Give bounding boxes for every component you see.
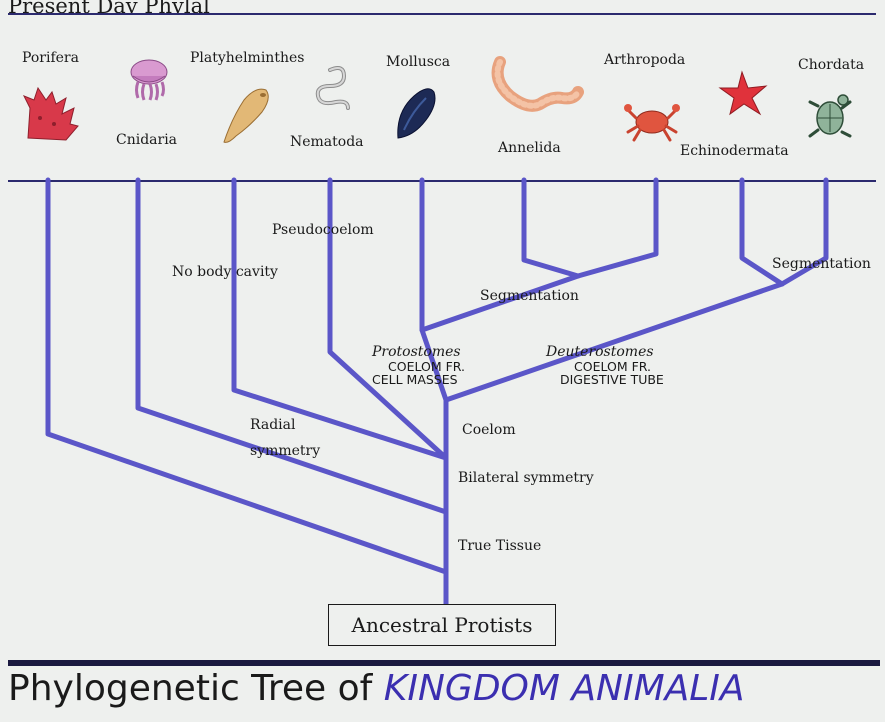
footer-title: Phylogenetic Tree of KINGDOM ANIMALIA: [8, 668, 745, 709]
group-deuterostomes: Deuterostomes COELOM FR. DIGESTIVE TUBE: [546, 344, 664, 386]
mussel-icon: [398, 89, 435, 138]
note-true-tissue: True Tissue: [458, 538, 541, 554]
turtle-icon: [810, 95, 850, 136]
tree-branches: [48, 180, 826, 604]
deuterostomes-line2: DIGESTIVE TUBE: [560, 373, 664, 386]
note-segmentation-protostome: Segmentation: [480, 288, 579, 304]
root-label: Ancestral Protists: [352, 613, 533, 637]
note-segmentation-deuterostome: Segmentation: [772, 256, 871, 272]
group-protostomes: Protostomes COELOM FR. CELL MASSES: [372, 344, 465, 386]
protostomes-line2: CELL MASSES: [372, 373, 465, 386]
note-bilateral-symmetry: Bilateral symmetry: [458, 470, 594, 486]
branch-arthropoda: [578, 180, 656, 276]
jellyfish-icon: [131, 60, 167, 100]
footer-divider: [8, 660, 880, 666]
protostomes-name: Protostomes: [372, 344, 465, 360]
deuterostomes-name: Deuterostomes: [546, 344, 664, 360]
root-node: Ancestral Protists: [328, 604, 556, 646]
sponge-icon: [24, 88, 78, 140]
note-no-body-cavity: No body cavity: [172, 264, 278, 280]
note-radial-symmetry: Radial symmetry: [250, 412, 320, 464]
flatworm-icon: [224, 89, 268, 142]
crab-icon: [624, 104, 680, 140]
starfish-icon: [720, 72, 766, 114]
earthworm-icon: [498, 62, 578, 106]
note-coelom: Coelom: [462, 422, 516, 438]
footer-title-highlight: KINGDOM ANIMALIA: [384, 668, 745, 709]
footer-title-plain: Phylogenetic Tree of: [8, 668, 372, 709]
branch-annelida: [524, 180, 578, 276]
note-pseudocoelom: Pseudocoelom: [272, 222, 374, 238]
roundworm-icon: [318, 68, 348, 108]
